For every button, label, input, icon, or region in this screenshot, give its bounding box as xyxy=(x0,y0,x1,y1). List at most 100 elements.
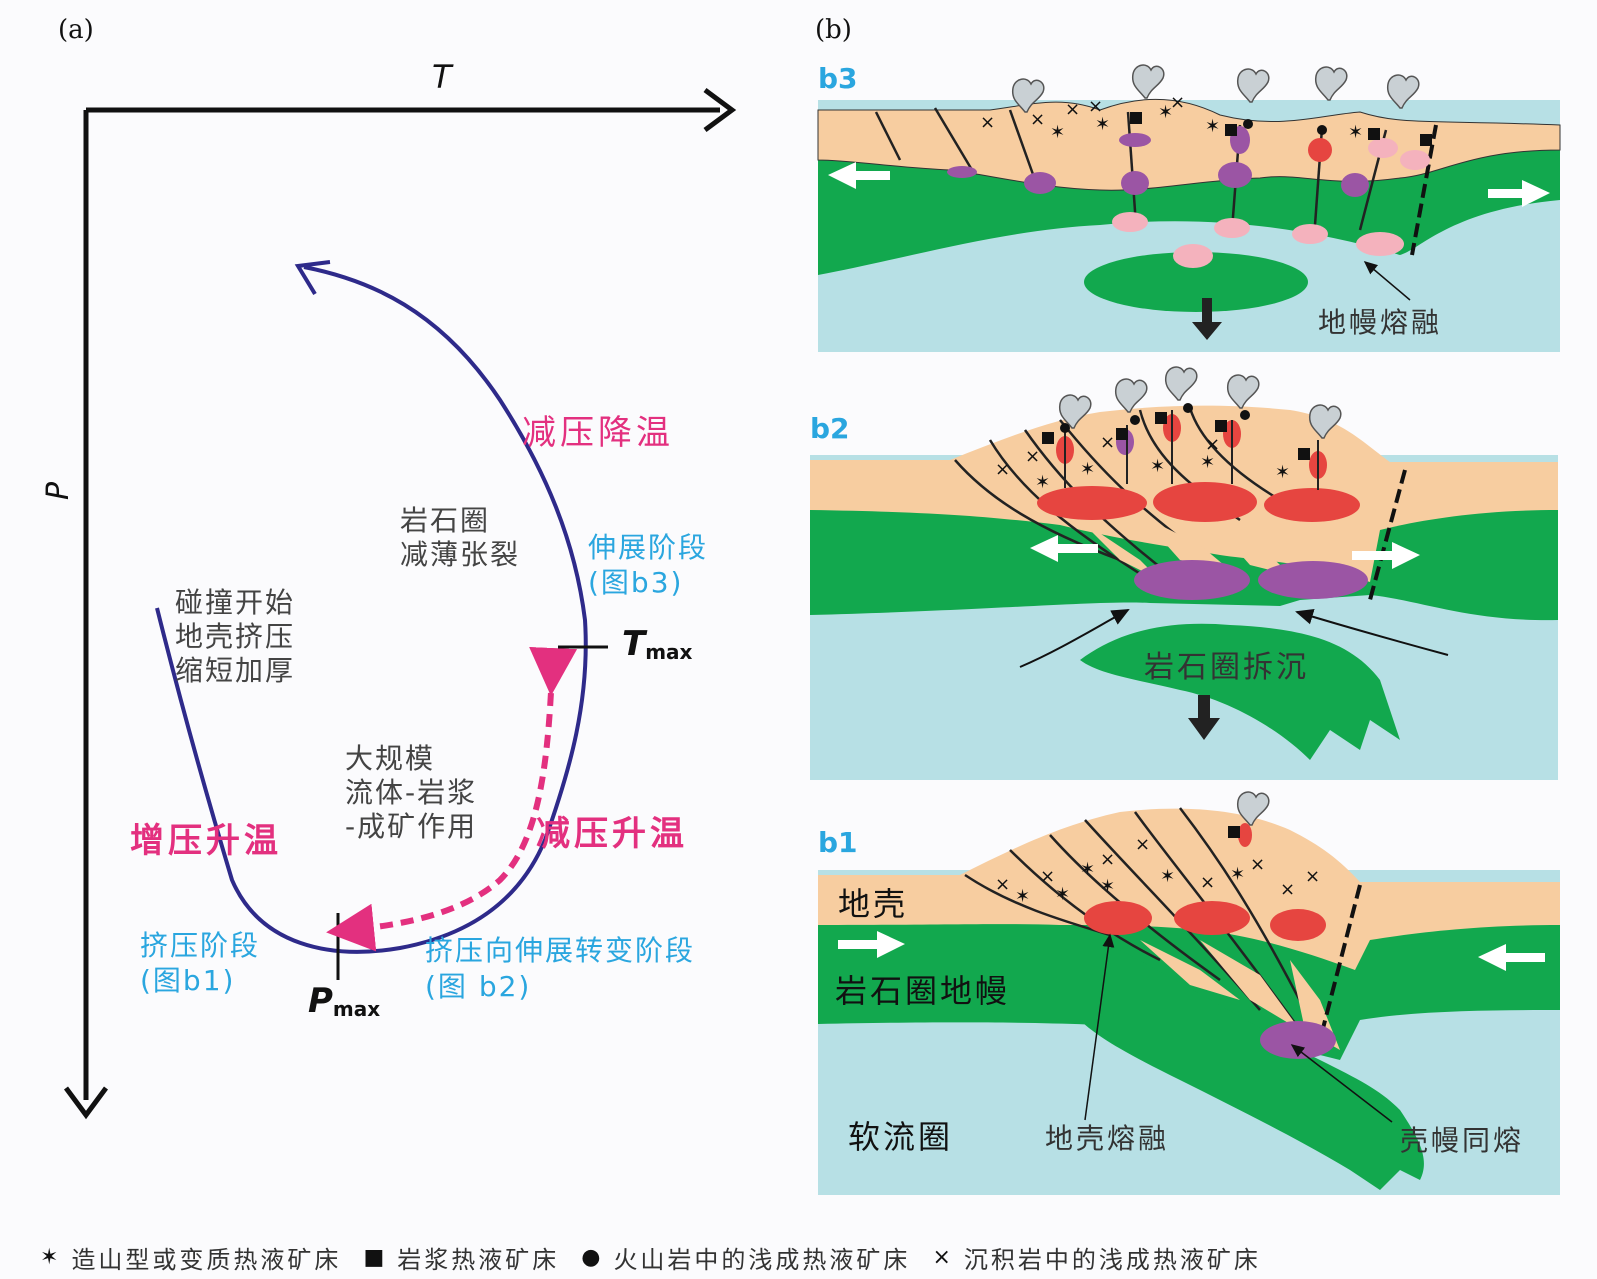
svg-text:✶: ✶ xyxy=(1035,472,1050,493)
svg-text:✶: ✶ xyxy=(1205,116,1220,137)
svg-text:×: × xyxy=(1205,434,1220,455)
phase-extension: 伸展阶段 (图b3) xyxy=(588,531,708,599)
svg-text:碰撞开始: 碰撞开始 xyxy=(175,586,295,619)
b1-crustal-slivers xyxy=(1140,940,1340,1050)
cross-icon: × xyxy=(932,1244,954,1270)
note-lithosphere: 岩石圈 减薄张裂 xyxy=(400,504,520,571)
svg-text:×: × xyxy=(1065,99,1080,120)
b3-magma-bodies xyxy=(947,126,1430,268)
svg-text:(图 b2): (图 b2) xyxy=(425,970,531,1003)
b1-magma-bodies xyxy=(1084,823,1336,1059)
panel-a: (a) T P Tmax Pmax 减压降温 增压升温 减压升温 xyxy=(41,15,737,1120)
b2-conduits xyxy=(1064,410,1319,490)
svg-text:✶: ✶ xyxy=(1160,866,1175,887)
note-collision: 碰撞开始 地壳挤压 缩短加厚 xyxy=(175,586,295,687)
b1-crust-label: 地壳 xyxy=(838,885,908,923)
b2-dashed-fault xyxy=(1368,469,1407,601)
b3-sink-arrow xyxy=(1192,298,1222,340)
b3-delaminated-block xyxy=(1084,252,1308,312)
svg-text:×: × xyxy=(995,459,1010,480)
section-b3: b3 xyxy=(817,62,1561,352)
b2-crustal-slivers xyxy=(1080,515,1290,580)
star-icon: ✶ xyxy=(40,1244,62,1270)
b2-deposit-symbols: ××✶ ✶×✶ ✶×✶ xyxy=(995,403,1310,493)
svg-text:×: × xyxy=(1250,854,1265,875)
b1-asthenosphere-label: 软流圈 xyxy=(848,1118,953,1156)
svg-text:✶: ✶ xyxy=(1150,456,1165,477)
svg-text:×: × xyxy=(995,874,1010,895)
p-axis-label: P xyxy=(41,481,76,500)
svg-text:(图b1): (图b1) xyxy=(140,964,235,997)
svg-text:✶: ✶ xyxy=(1015,886,1030,907)
svg-text:✶: ✶ xyxy=(1095,114,1110,135)
svg-text:岩石圈: 岩石圈 xyxy=(400,504,490,537)
b3-extension-arrows xyxy=(828,162,1550,207)
legend-label: 造山型或变质热液矿床 xyxy=(71,1245,342,1274)
svg-text:减薄张裂: 减薄张裂 xyxy=(400,538,520,571)
legend-label: 沉积岩中的浅成热液矿床 xyxy=(963,1245,1261,1274)
b2-sink-arrow xyxy=(1188,695,1220,740)
b1-dashed-fault xyxy=(1318,884,1362,1041)
panel-b-label: (b) xyxy=(815,15,852,45)
svg-text:大规模: 大规模 xyxy=(345,742,435,775)
svg-text:✶: ✶ xyxy=(1080,459,1095,480)
svg-text:伸展阶段: 伸展阶段 xyxy=(588,531,708,564)
b1-tag: b1 xyxy=(818,826,858,859)
p-axis-arrow xyxy=(63,1086,109,1120)
b3-mantle-melting-label: 地幔熔融 xyxy=(1318,306,1442,339)
panel-a-label: (a) xyxy=(58,15,94,45)
svg-text:流体-岩浆: 流体-岩浆 xyxy=(345,776,477,809)
stage-decompress-heat: 减压升温 xyxy=(536,814,688,854)
pmax-label: Pmax xyxy=(308,981,380,1021)
svg-text:×: × xyxy=(1100,432,1115,453)
b2-magma-bodies xyxy=(1037,414,1368,600)
legend-label: 火山岩中的浅成热液矿床 xyxy=(613,1245,911,1274)
b1-pointers xyxy=(1084,933,1393,1123)
b1-lith-mantle-label: 岩石圈地幔 xyxy=(835,972,1010,1010)
svg-text:×: × xyxy=(1170,92,1185,113)
square-icon: ■ xyxy=(363,1244,388,1270)
svg-text:×: × xyxy=(980,112,995,133)
b2-extension-arrows xyxy=(1030,535,1420,569)
svg-text:×: × xyxy=(1030,109,1045,130)
b3-tag: b3 xyxy=(818,62,858,95)
svg-text:×: × xyxy=(1305,866,1320,887)
svg-text:×: × xyxy=(1100,849,1115,870)
b3-dashed-fault xyxy=(1410,124,1438,256)
svg-text:挤压向伸展转变阶段: 挤压向伸展转变阶段 xyxy=(425,934,695,967)
b1-subducting-slab xyxy=(1080,940,1424,1190)
svg-text:地壳挤压: 地壳挤压 xyxy=(175,620,295,653)
pt-path-arrowhead xyxy=(294,260,331,296)
b2-delaminated-slab xyxy=(1080,623,1400,760)
svg-text:✶: ✶ xyxy=(1055,884,1070,905)
section-b1: b1 xyxy=(818,791,1560,1195)
svg-text:-成矿作用: -成矿作用 xyxy=(345,810,477,843)
b1-crust-mantle-melting-label: 壳幔同熔 xyxy=(1400,1124,1524,1157)
b1-deposit-symbols: ×✶× ✶✶× ✶×✶ ×✶× ×× xyxy=(995,826,1320,907)
fluid-path-arrow xyxy=(326,646,578,952)
svg-text:✶: ✶ xyxy=(1275,462,1290,483)
axes xyxy=(63,87,737,1120)
b1-crust-melting-label: 地壳熔融 xyxy=(1045,1122,1169,1155)
phase-compression: 挤压阶段 (图b1) xyxy=(140,929,260,997)
svg-text:✶: ✶ xyxy=(1100,876,1115,897)
legend-item-magmatic: ■ 岩浆热液矿床 xyxy=(363,1240,559,1275)
legend-item-orogenic: ✶ 造山型或变质热液矿床 xyxy=(40,1240,341,1275)
stage-pressurize: 增压升温 xyxy=(130,821,282,861)
svg-text:×: × xyxy=(1135,834,1150,855)
b2-tag: b2 xyxy=(810,412,850,445)
legend-item-sedimentary-epithermal: × 沉积岩中的浅成热液矿床 xyxy=(932,1240,1260,1275)
svg-text:✶: ✶ xyxy=(1080,859,1095,880)
svg-text:✶: ✶ xyxy=(1230,864,1245,885)
svg-text:缩短加厚: 缩短加厚 xyxy=(175,654,295,687)
svg-text:✶: ✶ xyxy=(1200,452,1215,473)
svg-text:✶: ✶ xyxy=(1050,122,1065,143)
svg-text:✶: ✶ xyxy=(1158,102,1173,123)
b2-delamination-label: 岩石圈拆沉 xyxy=(1144,650,1309,685)
svg-text:挤压阶段: 挤压阶段 xyxy=(140,929,260,962)
b3-pointer xyxy=(1363,261,1411,301)
tmax-label: Tmax xyxy=(622,624,693,664)
svg-text:✶: ✶ xyxy=(1348,122,1363,143)
legend-label: 岩浆热液矿床 xyxy=(397,1245,560,1274)
panel-b: (b) b3 xyxy=(810,15,1561,1195)
